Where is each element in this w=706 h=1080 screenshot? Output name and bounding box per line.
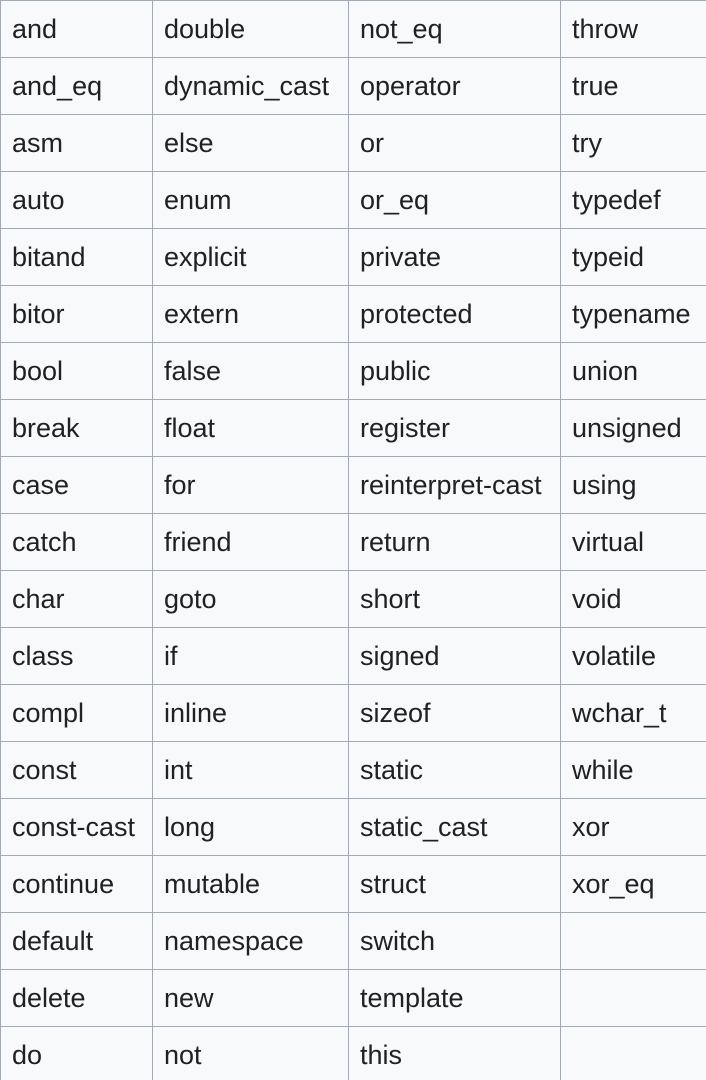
keyword-cell: int <box>152 741 349 799</box>
keyword-cell: compl <box>0 684 153 742</box>
keyword-cell: template <box>348 969 561 1027</box>
keyword-cell: virtual <box>560 513 706 571</box>
keyword-cell: xor_eq <box>560 855 706 913</box>
keyword-cell: this <box>348 1026 561 1080</box>
keyword-cell: float <box>152 399 349 457</box>
keyword-cell: or_eq <box>348 171 561 229</box>
keyword-cell: and <box>0 0 153 58</box>
keyword-cell: throw <box>560 0 706 58</box>
keyword-cell: signed <box>348 627 561 685</box>
keyword-cell: enum <box>152 171 349 229</box>
keyword-cell: or <box>348 114 561 172</box>
keyword-cell: struct <box>348 855 561 913</box>
keyword-cell: else <box>152 114 349 172</box>
keyword-cell: explicit <box>152 228 349 286</box>
keyword-cell: sizeof <box>348 684 561 742</box>
keyword-cell: public <box>348 342 561 400</box>
keyword-cell: switch <box>348 912 561 970</box>
keyword-cell: typedef <box>560 171 706 229</box>
keyword-cell: if <box>152 627 349 685</box>
keyword-cell: inline <box>152 684 349 742</box>
keyword-cell: xor <box>560 798 706 856</box>
keyword-cell: mutable <box>152 855 349 913</box>
keyword-cell: asm <box>0 114 153 172</box>
keyword-cell: wchar_t <box>560 684 706 742</box>
keyword-cell: using <box>560 456 706 514</box>
keyword-cell: do <box>0 1026 153 1080</box>
keyword-cell: break <box>0 399 153 457</box>
keyword-cell <box>560 1026 706 1080</box>
keyword-cell: continue <box>0 855 153 913</box>
keyword-cell: not <box>152 1026 349 1080</box>
keyword-cell: dynamic_cast <box>152 57 349 115</box>
keyword-cell: friend <box>152 513 349 571</box>
keyword-cell: auto <box>0 171 153 229</box>
keyword-cell: reinterpret-cast <box>348 456 561 514</box>
keyword-cell: union <box>560 342 706 400</box>
keyword-cell: and_eq <box>0 57 153 115</box>
keyword-cell: bool <box>0 342 153 400</box>
keyword-cell: operator <box>348 57 561 115</box>
keyword-cell: short <box>348 570 561 628</box>
keyword-cell <box>560 969 706 1027</box>
keyword-cell: default <box>0 912 153 970</box>
keyword-cell: const-cast <box>0 798 153 856</box>
keyword-cell: bitor <box>0 285 153 343</box>
keyword-cell <box>560 912 706 970</box>
keyword-cell: static_cast <box>348 798 561 856</box>
keyword-cell: delete <box>0 969 153 1027</box>
keyword-cell: return <box>348 513 561 571</box>
keyword-cell: typeid <box>560 228 706 286</box>
keyword-cell: not_eq <box>348 0 561 58</box>
keyword-cell: typename <box>560 285 706 343</box>
keyword-cell: class <box>0 627 153 685</box>
keyword-cell: catch <box>0 513 153 571</box>
keyword-cell: static <box>348 741 561 799</box>
keyword-cell: false <box>152 342 349 400</box>
keyword-cell: new <box>152 969 349 1027</box>
keyword-cell: while <box>560 741 706 799</box>
keyword-cell: volatile <box>560 627 706 685</box>
keyword-cell: private <box>348 228 561 286</box>
keyword-cell: case <box>0 456 153 514</box>
keyword-cell: for <box>152 456 349 514</box>
keyword-cell: protected <box>348 285 561 343</box>
keyword-cell: register <box>348 399 561 457</box>
keyword-cell: try <box>560 114 706 172</box>
keyword-cell: bitand <box>0 228 153 286</box>
keyword-cell: char <box>0 570 153 628</box>
keyword-cell: namespace <box>152 912 349 970</box>
keyword-cell: double <box>152 0 349 58</box>
keyword-cell: long <box>152 798 349 856</box>
keyword-cell: const <box>0 741 153 799</box>
keyword-cell: unsigned <box>560 399 706 457</box>
keyword-cell: extern <box>152 285 349 343</box>
keyword-cell: true <box>560 57 706 115</box>
keyword-cell: void <box>560 570 706 628</box>
keyword-cell: goto <box>152 570 349 628</box>
